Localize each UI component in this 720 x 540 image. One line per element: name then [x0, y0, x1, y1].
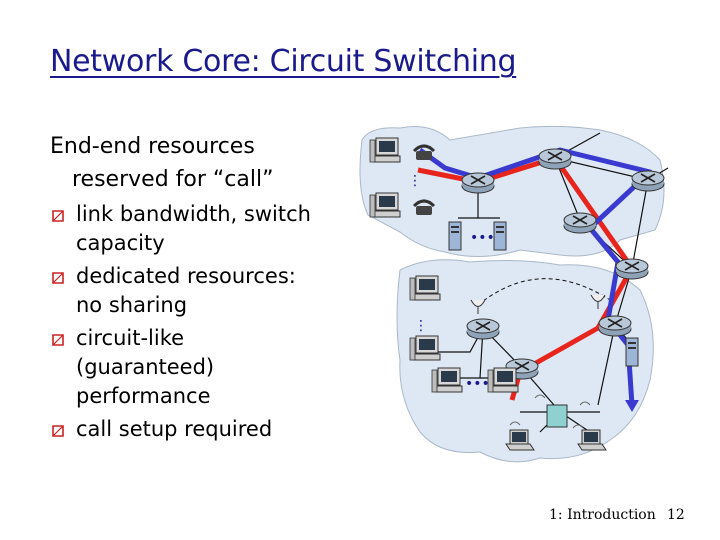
network-cloud-top — [359, 125, 665, 258]
computer-icon — [369, 192, 401, 218]
slide-title: Network Core: Circuit Switching — [50, 44, 517, 79]
router-icon — [631, 170, 665, 192]
bullet-item: call setup required — [52, 415, 342, 444]
bullet-item: link bandwidth, switch capacity — [52, 200, 342, 258]
bullet-mark-icon — [52, 425, 64, 437]
ellipsis-icon: ••• — [470, 230, 495, 246]
bullet-mark-icon — [52, 210, 64, 222]
page-number: 12 — [667, 507, 685, 523]
router-icon — [598, 315, 632, 337]
footer-section: 1: Introduction — [549, 507, 656, 523]
bullet-item: circuit-like (guaranteed) performance — [52, 324, 342, 411]
server-icon — [625, 337, 639, 367]
intro-line-2: reserved for “call” — [72, 167, 274, 192]
bullet-item: dedicated resources: no sharing — [52, 262, 342, 320]
ellipsis-icon: ••• — [465, 376, 490, 392]
computer-icon — [487, 367, 519, 393]
bullet-list: link bandwidth, switch capacity dedicate… — [52, 200, 342, 448]
server-icon — [493, 221, 507, 251]
intro-text: End-end resources reserved for “call” — [50, 130, 274, 196]
router-icon — [538, 148, 572, 170]
base-station-icon — [546, 404, 568, 428]
computer-icon — [431, 367, 463, 393]
ellipsis-icon: ⋮ — [414, 318, 428, 334]
bullet-mark-icon — [52, 334, 64, 346]
wireless-link — [477, 278, 611, 306]
arrow-head-icon — [625, 400, 639, 412]
router-icon — [615, 258, 649, 280]
intro-line-1: End-end resources — [50, 134, 255, 159]
ellipsis-icon: ⋮ — [408, 173, 422, 189]
router-icon — [461, 172, 495, 194]
router-icon — [466, 318, 500, 340]
server-icon — [448, 221, 462, 251]
computer-icon — [369, 137, 401, 163]
network-diagram: ⋮ ••• ⋮ ••• — [359, 125, 669, 463]
wireless-signal-icon — [509, 394, 591, 429]
bullet-mark-icon — [52, 272, 64, 284]
router-icon — [563, 212, 597, 234]
computer-icon — [409, 335, 441, 361]
computer-icon — [409, 275, 441, 301]
